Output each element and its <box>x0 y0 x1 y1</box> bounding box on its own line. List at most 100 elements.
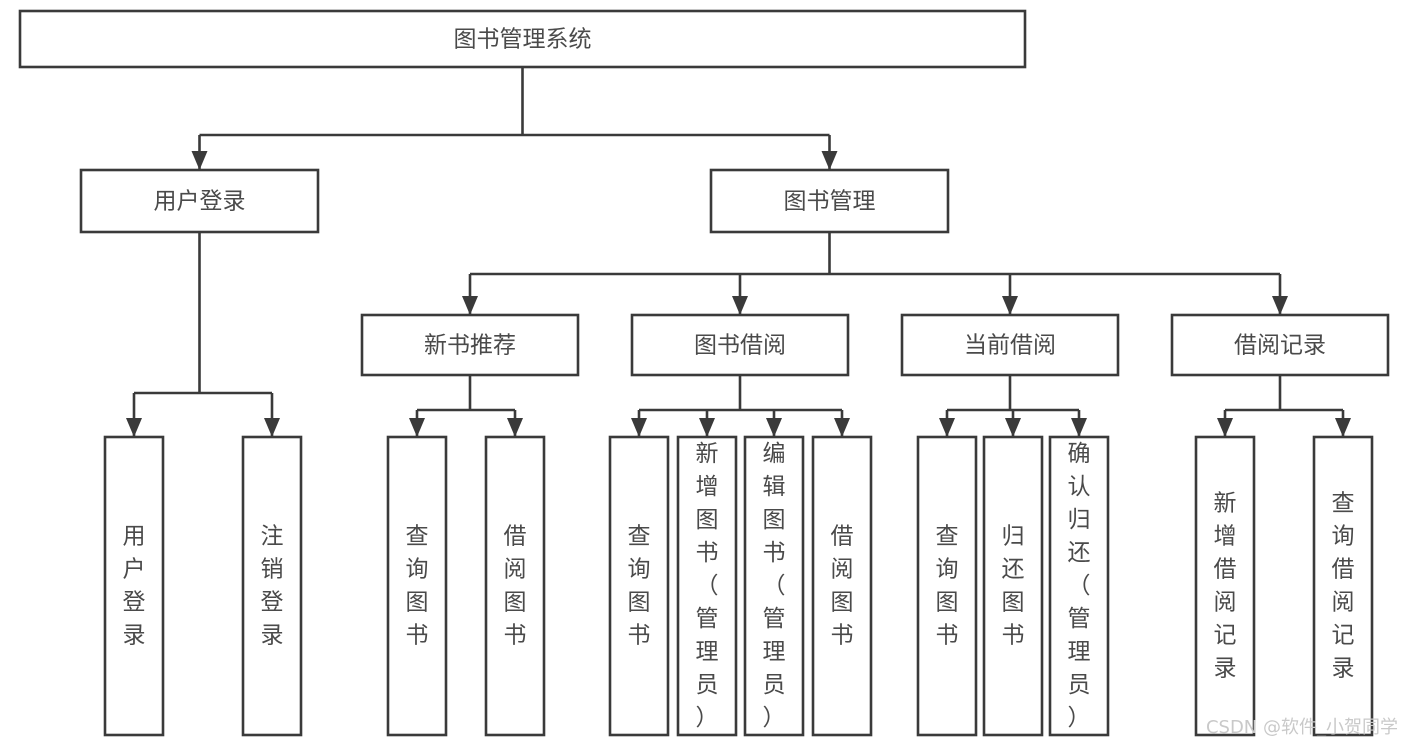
node-label-char: ） <box>696 705 719 731</box>
arrow-head-down <box>939 418 955 437</box>
node-label-char: 登 <box>261 589 284 615</box>
node-label-char: 图 <box>763 507 786 533</box>
node-label-char: 归 <box>1002 523 1025 549</box>
node-label-vertical: 查询图书 <box>628 523 651 648</box>
arrow-head-down <box>1071 418 1087 437</box>
node-label-char: ） <box>1068 705 1091 731</box>
node-rect[interactable] <box>103 435 165 737</box>
node-label-char: 录 <box>1214 655 1237 681</box>
node-label-char: 询 <box>628 556 651 582</box>
leaf-node[interactable] <box>916 435 978 737</box>
level2-node[interactable] <box>900 313 1120 377</box>
node-label-char: 辑 <box>763 474 786 500</box>
node-label-char: 增 <box>696 474 719 500</box>
node-rect[interactable] <box>916 435 978 737</box>
node-label-char: 录 <box>1332 655 1355 681</box>
arrow-head-down <box>1335 418 1351 437</box>
leaf-node[interactable] <box>743 435 805 737</box>
node-label-char: ） <box>763 705 786 731</box>
node-rect[interactable] <box>1170 313 1390 377</box>
leaf-node[interactable] <box>1312 435 1374 737</box>
node-rect[interactable] <box>709 168 950 234</box>
node-label-char: 销 <box>261 556 284 582</box>
node-label-char: 记 <box>1214 622 1237 648</box>
node-rect[interactable] <box>386 435 448 737</box>
node-label-char: 图 <box>504 589 527 615</box>
arrow-head-down <box>834 418 850 437</box>
level1-node[interactable] <box>709 168 950 234</box>
node-label-char: 借 <box>504 523 527 549</box>
node-label: 图书管理 <box>784 189 876 215</box>
leaf-node[interactable] <box>1194 435 1256 737</box>
leaf-node[interactable] <box>1048 435 1110 737</box>
node-rect[interactable] <box>743 435 805 737</box>
leaf-node[interactable] <box>484 435 546 737</box>
leaf-node[interactable] <box>241 435 303 737</box>
node-rect[interactable] <box>676 435 738 737</box>
node-rect[interactable] <box>1194 435 1256 737</box>
node-rect[interactable] <box>18 9 1027 69</box>
level2-node[interactable] <box>1170 313 1390 377</box>
level1-node[interactable] <box>79 168 320 234</box>
node-label-vertical: 归还图书 <box>1002 523 1025 648</box>
node-label-char: 归 <box>1068 507 1091 533</box>
node-label-char: 查 <box>936 523 959 549</box>
level2-node[interactable] <box>360 313 580 377</box>
leaf-node[interactable] <box>676 435 738 737</box>
node-label-char: 员 <box>763 672 786 698</box>
arrow-head-down <box>462 296 478 315</box>
leaf-node[interactable] <box>103 435 165 737</box>
node-label: 当前借阅 <box>964 333 1056 359</box>
leaf-node[interactable] <box>811 435 873 737</box>
node-label-char: 录 <box>261 622 284 648</box>
node-label-char: （ <box>1068 573 1091 599</box>
node-rect[interactable] <box>1048 435 1110 737</box>
node-label-char: 书 <box>936 622 959 648</box>
node-rect[interactable] <box>241 435 303 737</box>
node-rect[interactable] <box>811 435 873 737</box>
arrow-head-down <box>409 418 425 437</box>
arrow-head-down <box>766 418 782 437</box>
root-node[interactable] <box>18 9 1027 69</box>
node-label-char: 管 <box>696 606 719 632</box>
node-label-char: 用 <box>123 523 146 549</box>
leaf-node[interactable] <box>982 435 1044 737</box>
node-label-char: 图 <box>406 589 429 615</box>
node-rect[interactable] <box>900 313 1120 377</box>
node-label-char: 新 <box>696 441 719 467</box>
node-label-char: 书 <box>696 540 719 566</box>
node-rect[interactable] <box>79 168 320 234</box>
node-label-char: 注 <box>261 523 284 549</box>
arrow-head-down <box>507 418 523 437</box>
node-label-vertical: 编辑图书（管理员） <box>763 441 786 731</box>
node-rect[interactable] <box>630 313 850 377</box>
node-rect[interactable] <box>982 435 1044 737</box>
arrow-head-down <box>191 151 208 170</box>
node-label-char: 书 <box>1002 622 1025 648</box>
level2-node[interactable] <box>630 313 850 377</box>
arrow-heads <box>126 151 1351 437</box>
leaf-node[interactable] <box>386 435 448 737</box>
node-label-char: 录 <box>123 622 146 648</box>
node-label-char: 阅 <box>1332 589 1355 615</box>
node-label: 借阅记录 <box>1234 333 1326 359</box>
node-rect[interactable] <box>1312 435 1374 737</box>
node-label-char: 查 <box>628 523 651 549</box>
node-label: 图书管理系统 <box>454 27 592 53</box>
node-label-char: 管 <box>1068 606 1091 632</box>
node-label-char: 借 <box>1214 556 1237 582</box>
node-label-char: 登 <box>123 589 146 615</box>
node-rect[interactable] <box>608 435 670 737</box>
node-label-char: 员 <box>696 672 719 698</box>
node-label-char: 户 <box>123 556 146 582</box>
node-label-vertical: 用户登录 <box>123 523 146 648</box>
node-label-char: 图 <box>628 589 651 615</box>
node-rect[interactable] <box>484 435 546 737</box>
node-label: 新书推荐 <box>424 333 516 359</box>
node-label: 用户登录 <box>154 189 246 215</box>
node-label-char: 还 <box>1068 540 1091 566</box>
leaf-node[interactable] <box>608 435 670 737</box>
node-rect[interactable] <box>360 313 580 377</box>
